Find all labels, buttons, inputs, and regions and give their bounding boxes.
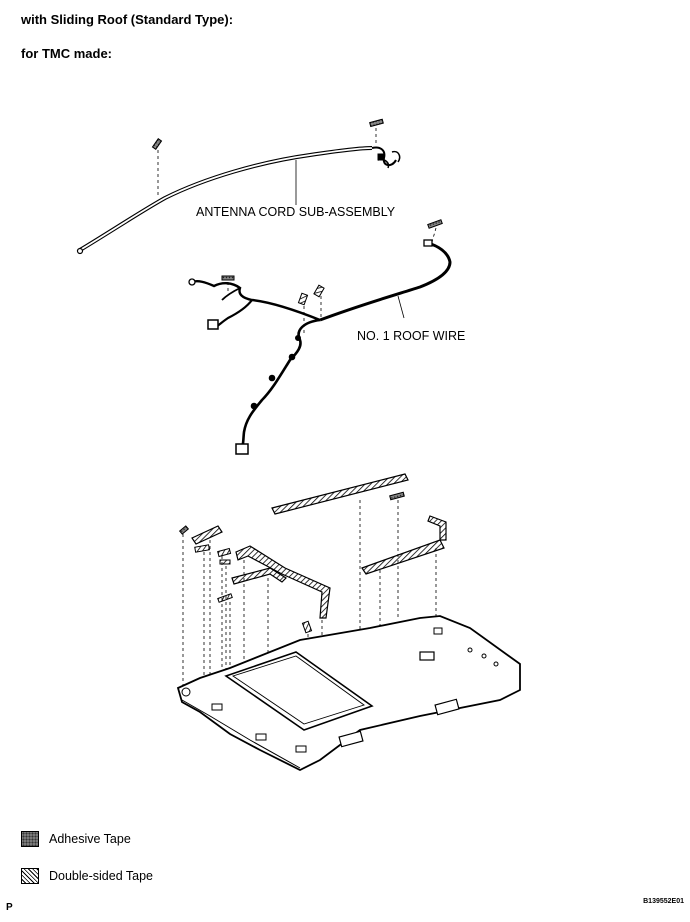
- roof-wire: [188, 219, 452, 455]
- double-sided-tape-icon: [271, 473, 409, 515]
- double-sided-tape-icon: [301, 620, 313, 634]
- antenna-connector-icon: [377, 153, 384, 161]
- page-marker: P: [6, 902, 13, 913]
- double-sided-tape-icon: [361, 539, 445, 575]
- double-sided-tape-icon: [297, 292, 309, 306]
- roof-headliner: [176, 615, 521, 772]
- adhesive-tape-icon: [178, 525, 190, 535]
- roof-headliner-tapes: [178, 473, 447, 756]
- adhesive-tape-icon: [427, 219, 443, 229]
- wire-connector-icon: [207, 319, 219, 330]
- double-sided-tape-icon: [231, 567, 287, 585]
- legend-adhesive-label: Adhesive Tape: [49, 832, 131, 846]
- adhesive-tape-icon: [151, 138, 163, 150]
- figure-code: B139552E01: [643, 898, 684, 905]
- double-sided-tape-icon: [235, 545, 331, 619]
- double-sided-tape-swatch-icon: [21, 868, 39, 884]
- legend-adhesive-tape: Adhesive Tape: [21, 831, 131, 847]
- double-sided-tape-icon: [191, 525, 223, 545]
- wire-connector-icon: [235, 443, 249, 455]
- double-sided-tape-icon: [194, 544, 210, 553]
- antenna-cord: [76, 118, 401, 255]
- double-sided-tape-icon: [427, 515, 447, 541]
- double-sided-tape-icon: [217, 593, 233, 603]
- double-sided-tape-icon: [219, 559, 231, 565]
- adhesive-tape-icon: [369, 118, 384, 128]
- double-sided-tape-icon: [217, 547, 232, 558]
- legend-double-sided-tape: Double-sided Tape: [21, 868, 153, 884]
- double-sided-tape-icon: [313, 284, 325, 298]
- wire-connector-icon: [423, 239, 433, 247]
- adhesive-tape-swatch-icon: [21, 831, 39, 847]
- legend-double-sided-label: Double-sided Tape: [49, 869, 154, 883]
- section-title: with Sliding Roof (Standard Type):: [21, 12, 234, 27]
- roof-wire-label: NO. 1 ROOF WIRE: [357, 329, 466, 343]
- antenna-cord-label: ANTENNA CORD SUB-ASSEMBLY: [196, 205, 396, 219]
- adhesive-tape-icon: [389, 491, 405, 501]
- adhesive-tape-icon: [221, 275, 235, 281]
- section-subtitle: for TMC made:: [21, 46, 112, 61]
